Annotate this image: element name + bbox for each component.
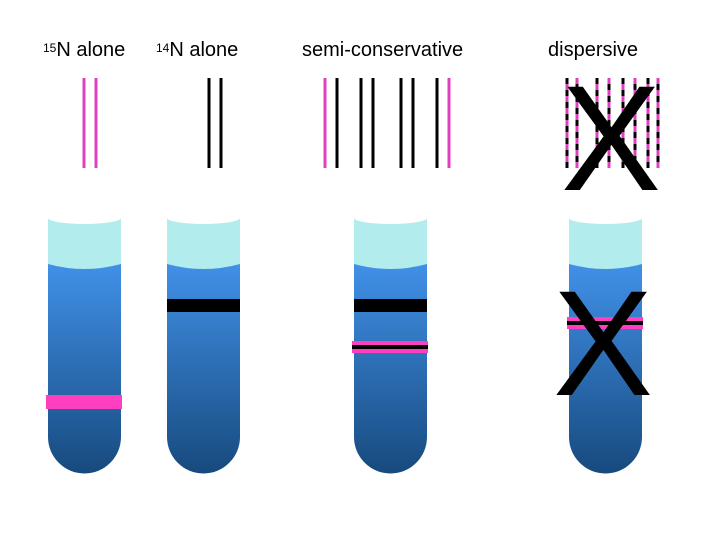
- tube-body: [569, 218, 642, 474]
- label-semi-conservative: semi-conservative: [302, 39, 464, 61]
- strands-14n-alone: [207, 78, 223, 168]
- band-hybrid-heavy: [352, 349, 428, 353]
- tube-15n-alone: [46, 212, 122, 474]
- tube-opening: [48, 212, 121, 224]
- band-light: [354, 299, 427, 312]
- band-light: [167, 299, 240, 312]
- tube-opening: [167, 212, 240, 224]
- label-15n-alone: 15N alone: [43, 38, 125, 62]
- strands-15n-alone: [82, 78, 98, 168]
- tube-semi-conservative: [352, 212, 428, 474]
- isotope-superscript: 15: [43, 41, 57, 55]
- band-hybrid-heavy: [567, 317, 643, 321]
- strands-semi-conservative: [323, 78, 451, 168]
- band-hybrid-light: [352, 345, 428, 349]
- tube-cap: [569, 218, 642, 269]
- label-text: N alone: [169, 39, 239, 61]
- label-text: N alone: [56, 39, 126, 61]
- cross-mark-tube: X: [553, 259, 653, 427]
- band-hybrid-heavy: [567, 325, 643, 329]
- tube-opening: [354, 212, 427, 224]
- isotope-superscript: 14: [156, 41, 170, 55]
- label-14n-alone: 14N alone: [156, 38, 238, 62]
- strands-dispersive: [565, 78, 660, 168]
- band-heavy: [46, 395, 122, 409]
- tube-cap: [354, 218, 427, 269]
- tube-body: [167, 218, 240, 474]
- tube-body: [48, 218, 121, 474]
- band-hybrid-light: [567, 321, 643, 325]
- tube-cap: [167, 218, 240, 269]
- tube-14n-alone: [167, 212, 240, 474]
- tube-dispersive: [567, 212, 643, 474]
- cross-mark-strands: X: [561, 54, 661, 222]
- tube-cap: [48, 218, 121, 269]
- tube-opening: [569, 212, 642, 224]
- band-hybrid-heavy: [352, 341, 428, 345]
- label-dispersive: dispersive: [548, 39, 639, 61]
